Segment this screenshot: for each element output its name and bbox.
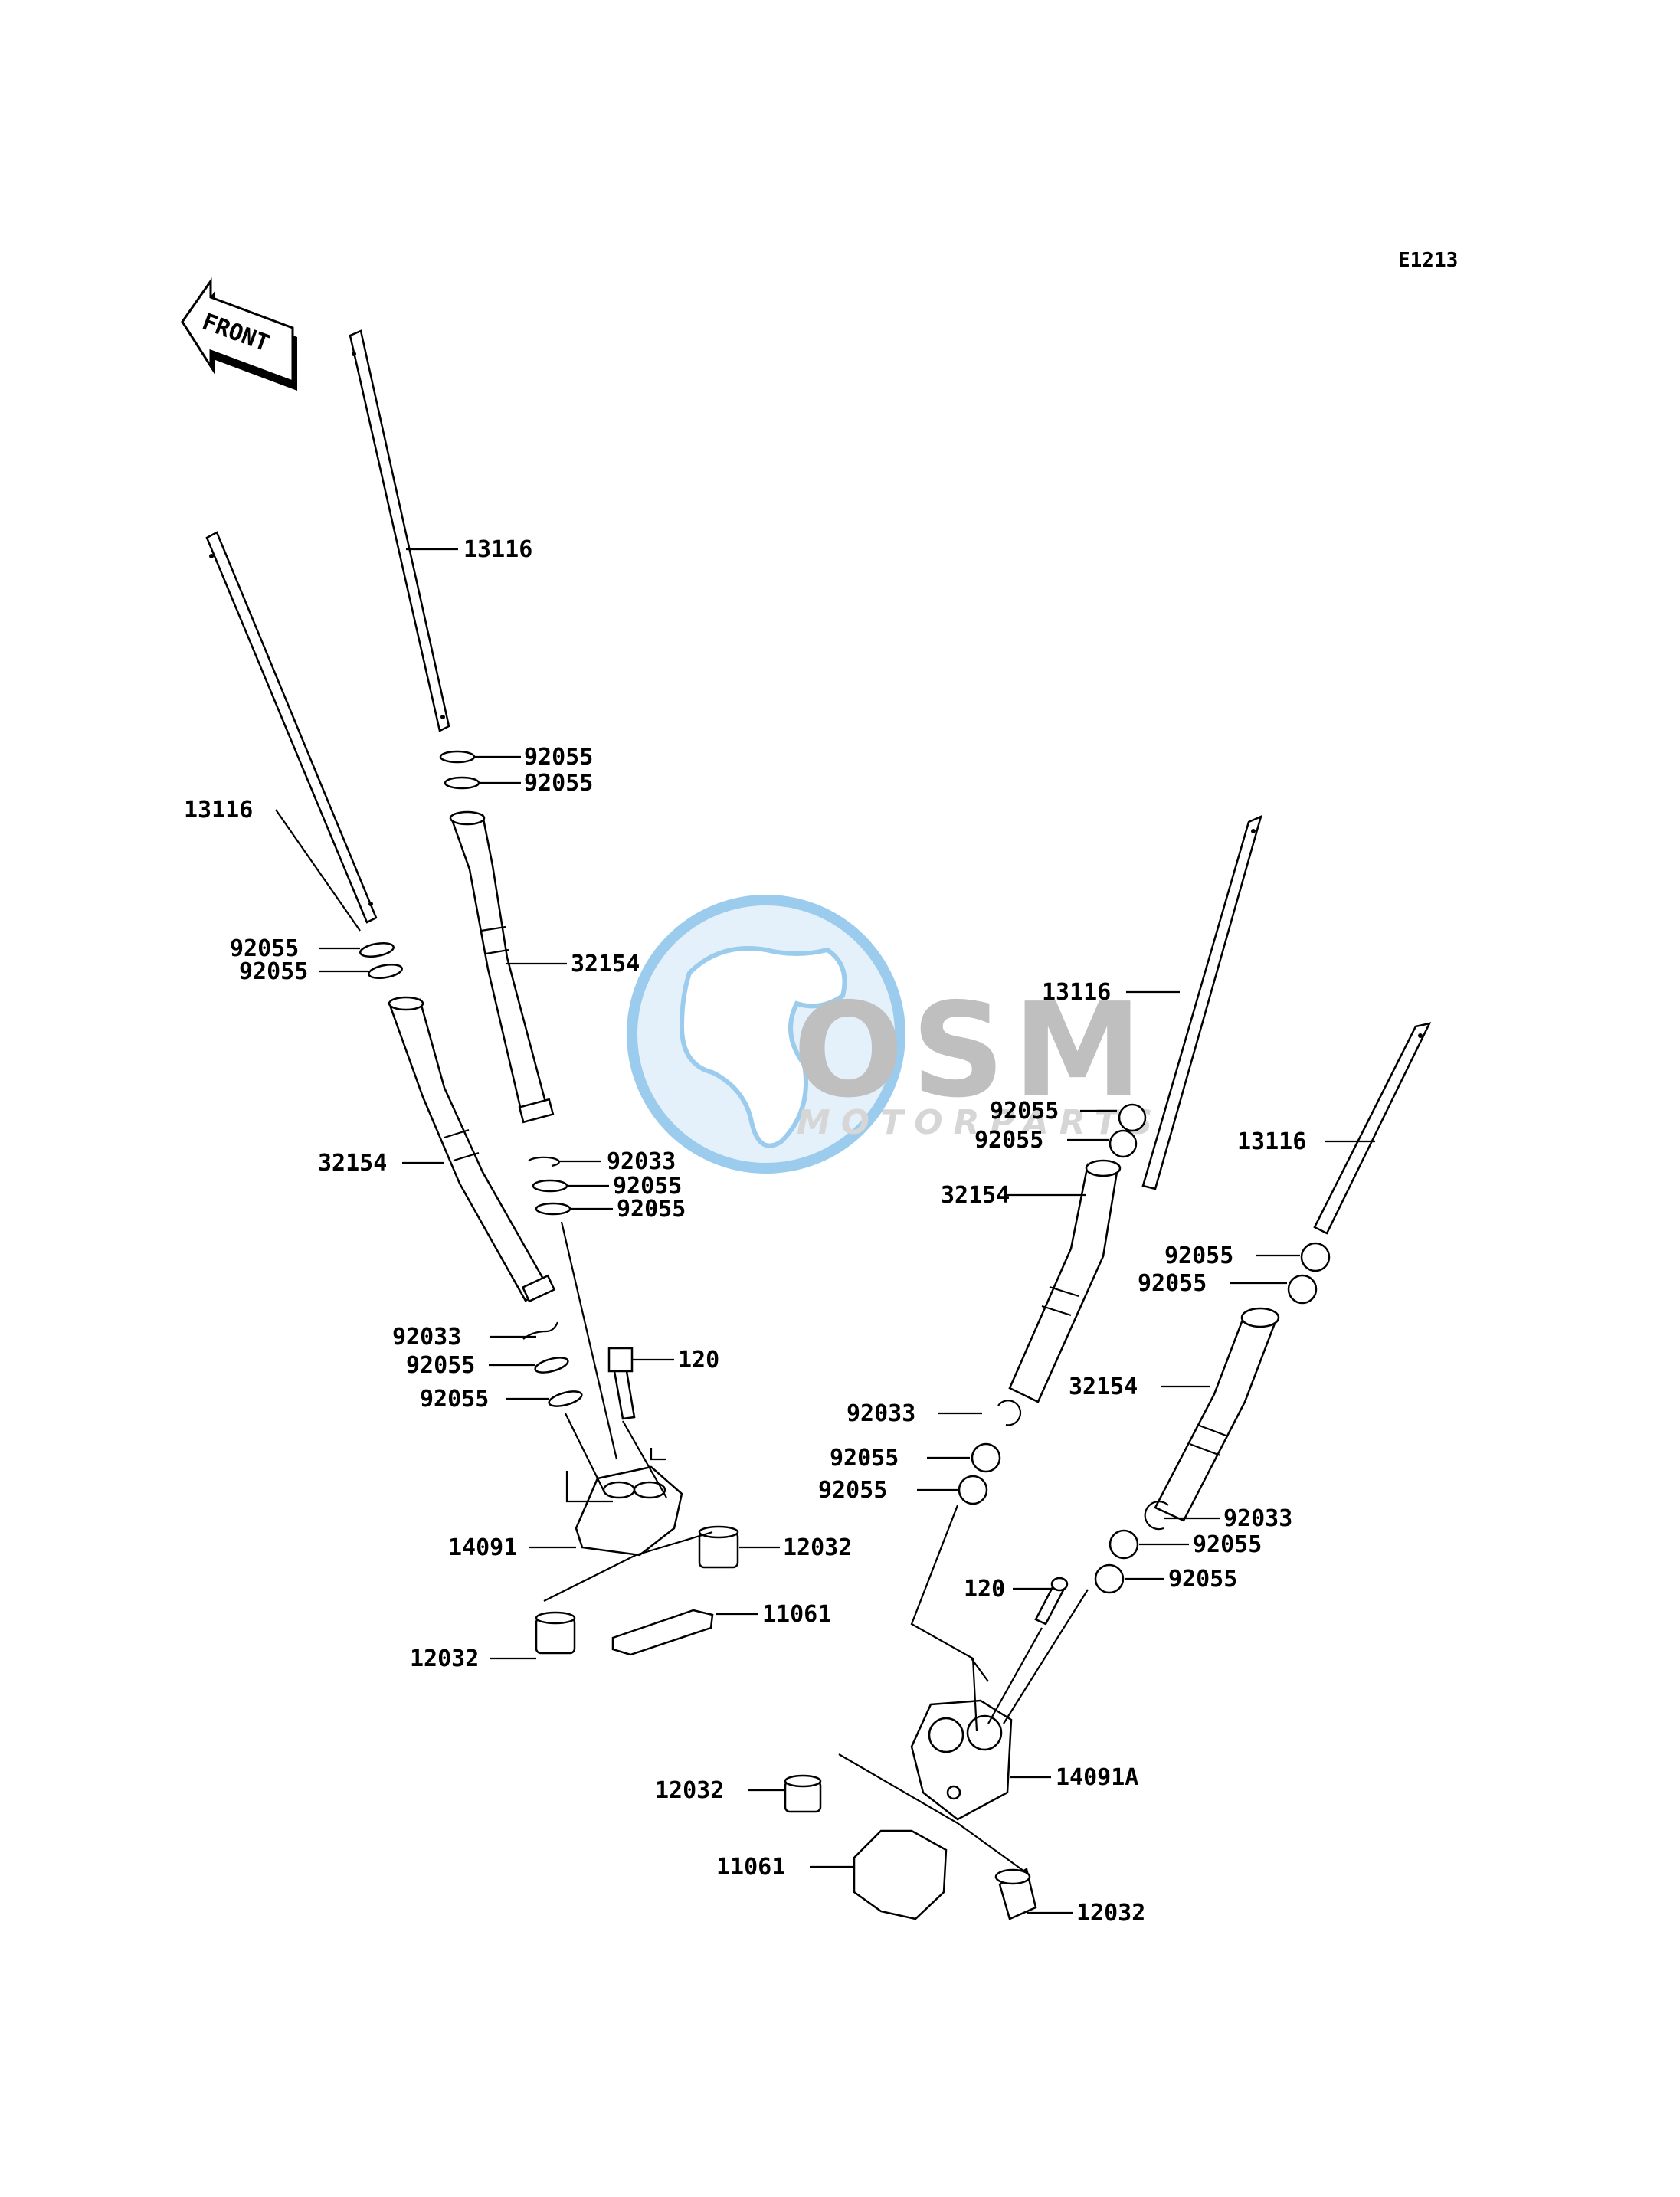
pushrod-d bbox=[1313, 1022, 1432, 1235]
watermark-logo: OSM MOTORPARTS bbox=[627, 895, 1163, 1174]
gasket-b bbox=[853, 1829, 948, 1920]
tube-a bbox=[449, 810, 555, 1124]
callout-gasket-a: 11061 bbox=[762, 1601, 831, 1628]
gasket-a bbox=[611, 1609, 714, 1656]
diagram-code: E1213 bbox=[1398, 249, 1458, 272]
callout-oring-e1: 92055 bbox=[990, 1098, 1059, 1125]
holder-b bbox=[910, 1699, 1013, 1821]
clip-c bbox=[997, 1400, 1022, 1426]
callout-pushrod-b: 13116 bbox=[184, 797, 253, 823]
dowel-a2 bbox=[535, 1611, 576, 1655]
callout-tube-c: 32154 bbox=[941, 1182, 1010, 1209]
callout-dowel-b1: 12032 bbox=[655, 1777, 724, 1804]
callout-pushrod-d: 13116 bbox=[1237, 1128, 1306, 1155]
callout-clip-b: 92033 bbox=[392, 1324, 461, 1351]
oring-a2 bbox=[444, 776, 480, 790]
watermark-subtitle: MOTORPARTS bbox=[797, 1103, 1163, 1142]
oring-g1 bbox=[971, 1442, 1001, 1473]
watermark-continents bbox=[679, 946, 847, 1148]
callout-oring-d1: 92055 bbox=[406, 1352, 475, 1379]
oring-b2 bbox=[368, 963, 403, 980]
callout-oring-a1: 92055 bbox=[524, 744, 593, 771]
callout-oring-a2: 92055 bbox=[524, 770, 593, 797]
bolt-a bbox=[607, 1347, 636, 1420]
callout-pushrod-a: 13116 bbox=[463, 536, 532, 563]
dowel-a1 bbox=[698, 1525, 739, 1569]
clip-a bbox=[528, 1156, 560, 1167]
oring-g2 bbox=[958, 1475, 988, 1505]
callout-oring-e2: 92055 bbox=[974, 1127, 1043, 1154]
callout-oring-b2: 92055 bbox=[239, 958, 308, 985]
callout-oring-g2: 92055 bbox=[818, 1477, 887, 1504]
oring-h2 bbox=[1094, 1563, 1125, 1594]
callout-tube-b: 32154 bbox=[318, 1150, 387, 1177]
callout-tube-d: 32154 bbox=[1069, 1374, 1138, 1400]
clip-b bbox=[522, 1321, 559, 1340]
holder-a bbox=[575, 1465, 683, 1557]
oring-d1 bbox=[534, 1357, 569, 1374]
oring-e1 bbox=[1118, 1103, 1147, 1132]
bolt-b bbox=[1034, 1577, 1069, 1626]
callout-oring-c1: 92055 bbox=[613, 1173, 682, 1200]
oring-c1 bbox=[532, 1179, 568, 1193]
leader-lines bbox=[275, 548, 1375, 1914]
oring-f1 bbox=[1300, 1242, 1331, 1272]
callout-oring-g1: 92055 bbox=[830, 1445, 899, 1472]
pushrod-b bbox=[205, 531, 378, 924]
callout-oring-h1: 92055 bbox=[1193, 1531, 1262, 1558]
oring-e2 bbox=[1109, 1129, 1138, 1158]
front-arrow-icon: FRONT bbox=[181, 277, 297, 391]
callout-pushrod-c: 13116 bbox=[1042, 979, 1111, 1006]
oring-b1 bbox=[359, 941, 395, 958]
oring-d2 bbox=[548, 1390, 583, 1407]
watermark-brand: OSM bbox=[793, 975, 1150, 1127]
callout-dowel-a2: 12032 bbox=[410, 1645, 479, 1672]
callout-holder-b: 14091A bbox=[1056, 1764, 1138, 1791]
dowel-b2 bbox=[994, 1868, 1037, 1920]
callout-oring-b1: 92055 bbox=[230, 935, 299, 962]
tube-c bbox=[1008, 1159, 1122, 1403]
pushrod-c bbox=[1141, 814, 1262, 1190]
callout-oring-h2: 92055 bbox=[1168, 1566, 1237, 1593]
callout-dowel-b2: 12032 bbox=[1076, 1900, 1145, 1927]
callout-gasket-b: 11061 bbox=[716, 1854, 785, 1881]
callout-oring-f2: 92055 bbox=[1138, 1270, 1207, 1297]
callout-bolt-a: 120 bbox=[678, 1347, 719, 1374]
callout-bolt-b: 120 bbox=[964, 1576, 1005, 1603]
tube-d bbox=[1154, 1307, 1280, 1522]
callout-oring-d2: 92055 bbox=[420, 1386, 489, 1413]
oring-a1 bbox=[439, 750, 476, 764]
callout-oring-c2: 92055 bbox=[617, 1196, 686, 1223]
oring-c2 bbox=[535, 1202, 571, 1216]
callout-tube-a: 32154 bbox=[571, 951, 640, 977]
oring-f2 bbox=[1287, 1274, 1318, 1305]
clip-d bbox=[1144, 1501, 1169, 1531]
callout-clip-c: 92033 bbox=[847, 1400, 915, 1427]
callout-clip-d: 92033 bbox=[1223, 1505, 1292, 1532]
callout-dowel-a1: 12032 bbox=[783, 1534, 852, 1561]
callout-clip-a: 92033 bbox=[607, 1148, 676, 1175]
dowel-b1 bbox=[784, 1774, 822, 1813]
oring-h1 bbox=[1109, 1529, 1139, 1560]
tube-b bbox=[388, 996, 556, 1303]
pushrod-a bbox=[349, 329, 450, 732]
callout-holder-a: 14091 bbox=[448, 1534, 517, 1561]
callout-oring-f1: 92055 bbox=[1164, 1243, 1233, 1269]
